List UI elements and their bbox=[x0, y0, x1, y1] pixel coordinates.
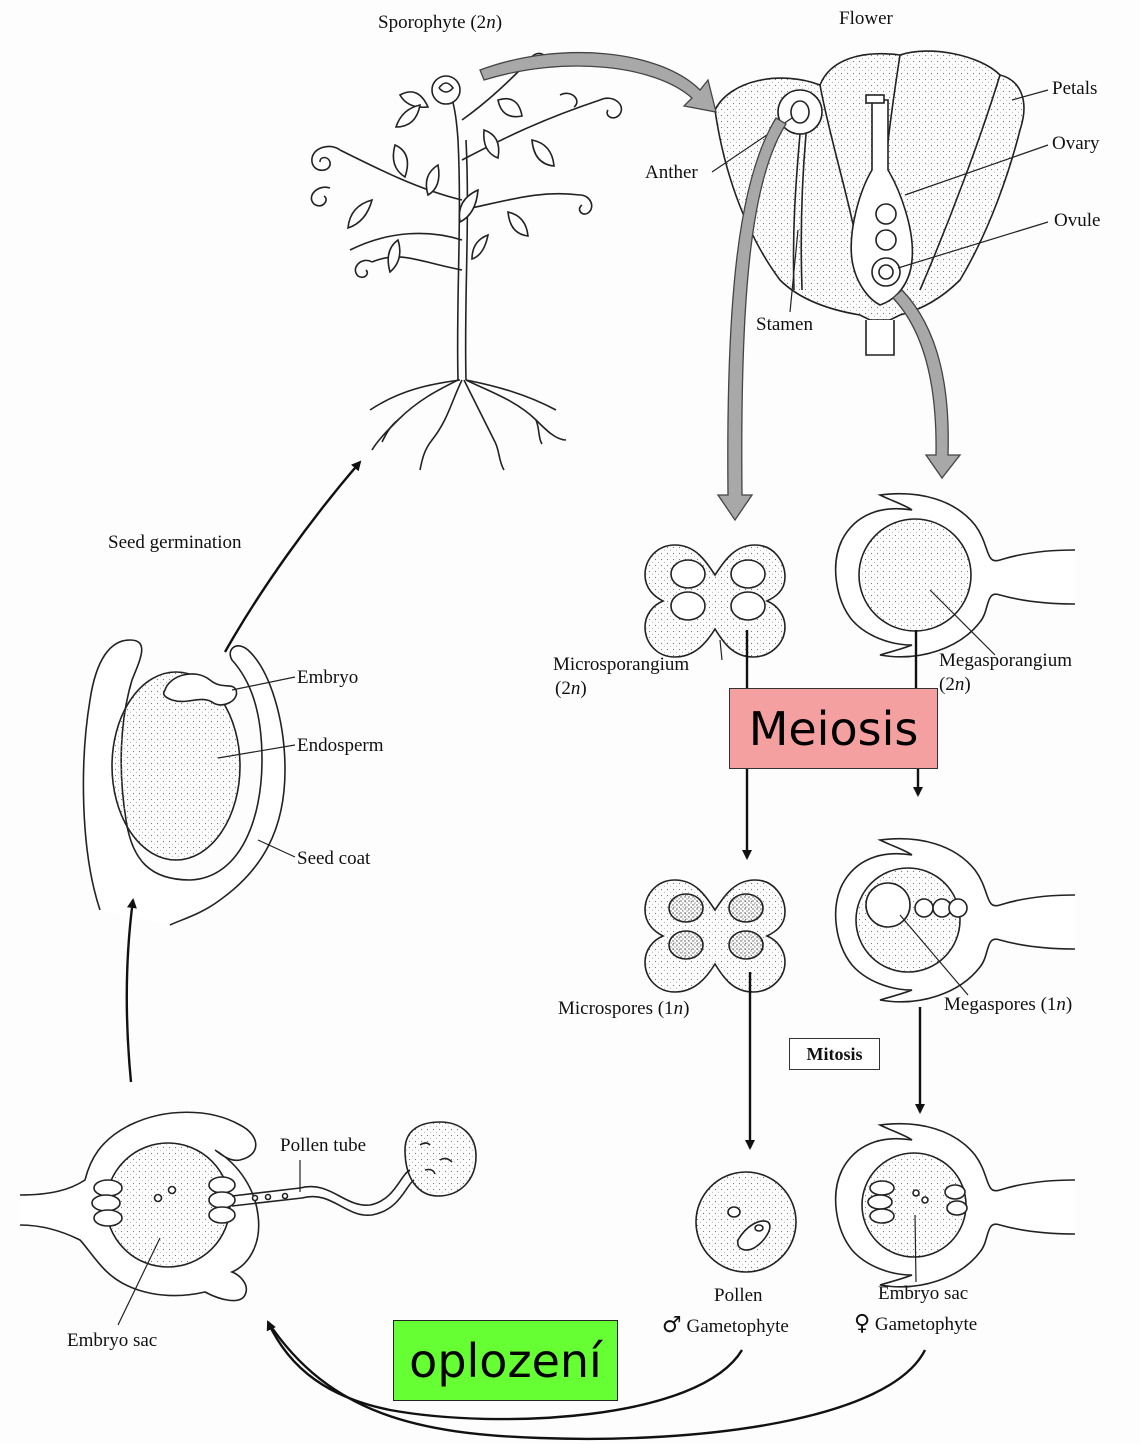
seed-coat-label: Seed coat bbox=[297, 848, 370, 870]
microsporangium-ploidy-label: (2n) bbox=[555, 678, 587, 700]
microspores-label: Microspores (1n) bbox=[558, 998, 689, 1020]
megaspores-illustration bbox=[836, 839, 1075, 1002]
megaspores-label: Megaspores (1n) bbox=[944, 994, 1072, 1016]
pollen-illustration bbox=[696, 1172, 796, 1272]
mitosis-box: Mitosis bbox=[789, 1038, 880, 1070]
flower-illustration bbox=[715, 51, 1024, 355]
male-gametophyte-label: ♂ Gametophyte bbox=[662, 1313, 789, 1338]
meiosis-box: Meiosis bbox=[729, 688, 938, 769]
endosperm-label: Endosperm bbox=[297, 735, 384, 757]
microspores-illustration bbox=[645, 880, 785, 992]
embryo-sac-left-illustration bbox=[20, 1112, 476, 1300]
stamen-label: Stamen bbox=[756, 314, 813, 336]
pollen-label: Pollen bbox=[714, 1285, 763, 1307]
oplozeni-box: oplození bbox=[393, 1320, 618, 1401]
pollen-tube-label: Pollen tube bbox=[280, 1135, 366, 1157]
female-gametophyte-label: ♀ Gametophyte bbox=[854, 1311, 977, 1336]
seed-germination-label: Seed germination bbox=[108, 532, 242, 554]
seed-illustration bbox=[83, 640, 285, 925]
anther-label: Anther bbox=[645, 162, 698, 184]
microsporangium-illustration bbox=[645, 545, 785, 657]
embryo-label: Embryo bbox=[297, 667, 358, 689]
megasporangium-illustration bbox=[836, 494, 1075, 657]
ovary-label: Ovary bbox=[1052, 133, 1099, 155]
sporophyte-label: Sporophyte (2n) bbox=[378, 12, 502, 34]
embryo-sac-right-label: Embryo sac bbox=[878, 1283, 968, 1305]
female-symbol-icon: ♀ bbox=[854, 1311, 870, 1336]
microsporangium-label: Microsporangium bbox=[553, 654, 689, 676]
embryo-sac-left-label: Embryo sac bbox=[67, 1330, 157, 1352]
petals-label: Petals bbox=[1052, 78, 1097, 100]
megasporangium-ploidy-label: (2n) bbox=[939, 674, 971, 696]
embryo-sac-right-illustration bbox=[836, 1124, 1075, 1287]
megasporangium-label: Megasporangium bbox=[939, 650, 1072, 672]
sporophyte-plant-illustration bbox=[311, 53, 621, 470]
male-symbol-icon: ♂ bbox=[662, 1313, 682, 1338]
ovule-label: Ovule bbox=[1054, 210, 1100, 232]
flower-label: Flower bbox=[839, 8, 893, 30]
